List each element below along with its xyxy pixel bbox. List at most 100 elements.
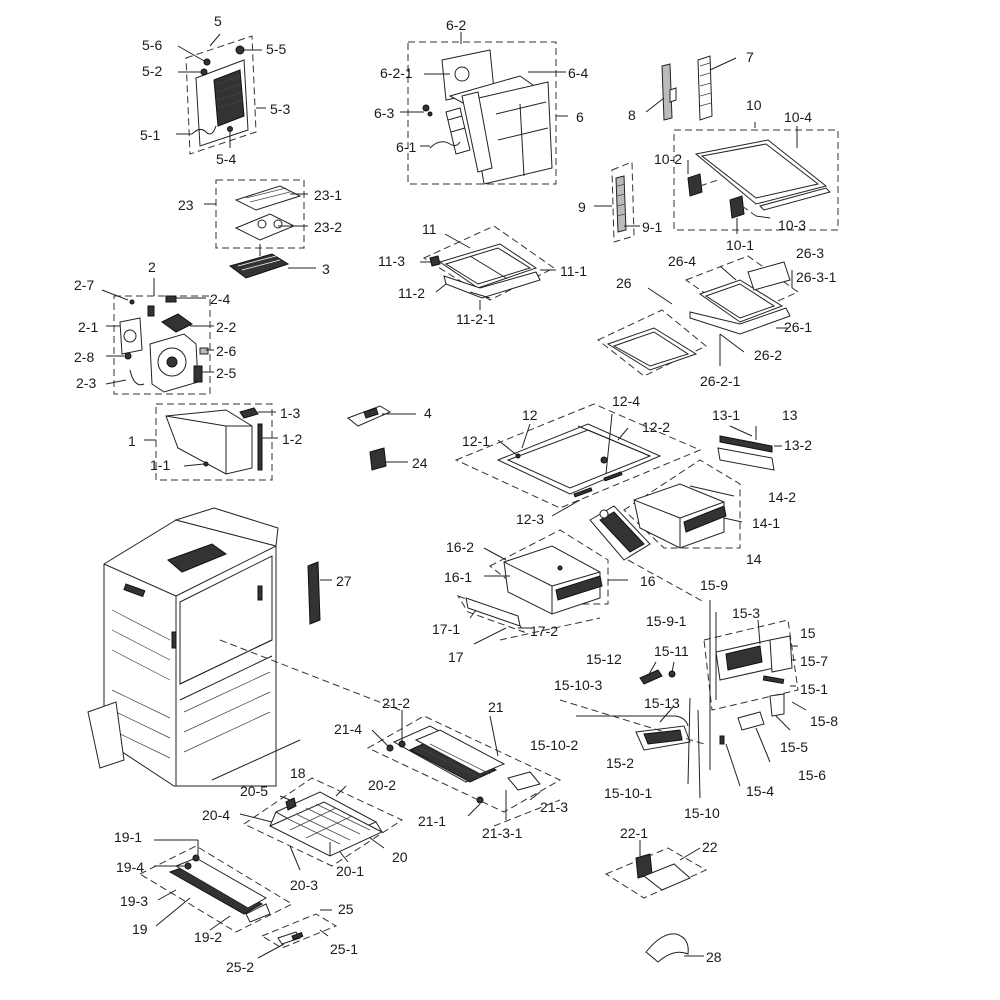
label-10-2: 10-2 [654,151,682,167]
label-21: 21 [488,699,504,715]
part-group-25 [257,909,338,959]
label-2-8: 2-8 [74,349,94,365]
label-13-2: 13-2 [784,437,812,453]
part-group-10 [673,122,839,234]
label-11-2-1: 11-2-1 [456,311,496,327]
part-group-4-24 [347,405,416,471]
part-group-21 [366,710,562,820]
part-group-12 [454,403,702,517]
label-2-7: 2-7 [74,277,94,293]
label-26-2: 26-2 [754,347,782,363]
label-17: 17 [448,649,464,665]
label-15-3: 15-3 [732,605,760,621]
label-11-2: 11-2 [398,285,425,301]
label-20: 20 [392,849,408,865]
label-21-4: 21-4 [334,721,362,737]
label-2-6: 2-6 [216,343,236,359]
part-labels: 5 5-5 5-6 5-2 5-3 5-1 5-4 6-2 6-2-1 6-4 … [74,13,838,975]
label-14: 14 [746,551,762,567]
label-13: 13 [782,407,798,423]
label-23-1: 23-1 [314,187,342,203]
label-15-10-2: 15-10-2 [530,737,578,753]
label-26-3: 26-3 [796,245,824,261]
label-5-2: 5-2 [142,63,162,79]
label-15-1: 15-1 [800,681,828,697]
label-10: 10 [746,97,762,113]
label-2-5: 2-5 [216,365,236,381]
label-5-1: 5-1 [140,127,160,143]
label-19-2: 19-2 [194,929,222,945]
part-group-19 [138,839,294,933]
label-20-2: 20-2 [368,777,396,793]
label-10-4: 10-4 [784,109,812,125]
label-19: 19 [132,921,148,937]
label-22-1: 22-1 [620,825,648,841]
label-10-3: 10-3 [778,217,806,233]
part-group-22-28 [604,840,708,963]
label-3: 3 [322,261,330,277]
part-group-6 [400,32,568,185]
label-25: 25 [338,901,354,917]
label-2: 2 [148,259,156,275]
part-group-15 [559,505,807,799]
part-group-20 [239,777,404,871]
part-group-9 [594,161,640,243]
part-group-7-8 [645,55,737,121]
label-6-2: 6-2 [446,17,466,33]
label-15-9-1: 15-9-1 [646,613,687,629]
label-1-3: 1-3 [280,405,300,421]
label-5: 5 [214,13,222,29]
label-17-2: 17-2 [530,623,558,639]
part-group-16 [483,529,628,615]
label-7: 7 [746,49,754,65]
label-20-3: 20-3 [290,877,318,893]
label-12-2: 12-2 [642,419,670,435]
label-17-1: 17-1 [432,621,460,637]
part-group-26 [597,255,799,377]
label-26-3-1: 26-3-1 [796,269,837,285]
label-2-2: 2-2 [216,319,236,335]
part-group-11 [420,225,556,310]
label-8: 8 [628,107,636,123]
guide-lines [219,617,601,827]
label-2-1: 2-1 [78,319,98,335]
label-5-4: 5-4 [216,151,236,167]
part-group-13-14 [623,425,782,549]
label-15-10: 15-10 [684,805,720,821]
label-16: 16 [640,573,656,589]
label-20-4: 20-4 [202,807,230,823]
label-9: 9 [578,199,586,215]
label-11-3: 11-3 [378,253,405,269]
label-12: 12 [522,407,538,423]
label-11: 11 [422,221,437,237]
label-15: 15 [800,625,816,641]
label-14-1: 14-1 [752,515,780,531]
label-21-1: 21-1 [418,813,446,829]
label-15-5: 15-5 [780,739,808,755]
label-26-4: 26-4 [668,253,696,269]
label-18: 18 [290,765,306,781]
label-4: 4 [424,405,432,421]
label-6: 6 [576,109,584,125]
refrigerator-cabinet [87,507,332,787]
label-1-2: 1-2 [282,431,302,447]
part-group-1 [144,403,278,481]
label-15-2: 15-2 [606,755,634,771]
label-15-7: 15-7 [800,653,828,669]
label-13-1: 13-1 [712,407,740,423]
label-23-2: 23-2 [314,219,342,235]
label-15-13: 15-13 [644,695,680,711]
label-10-1: 10-1 [726,237,754,253]
label-6-4: 6-4 [568,65,588,81]
label-6-3: 6-3 [374,105,394,121]
label-15-8: 15-8 [810,713,838,729]
part-group-5 [176,33,266,155]
label-20-1: 20-1 [336,863,364,879]
label-15-10-1: 15-10-1 [604,785,652,801]
label-12-1: 12-1 [462,433,490,449]
label-2-4: 2-4 [210,291,230,307]
label-5-5: 5-5 [266,41,286,57]
label-1: 1 [128,433,136,449]
